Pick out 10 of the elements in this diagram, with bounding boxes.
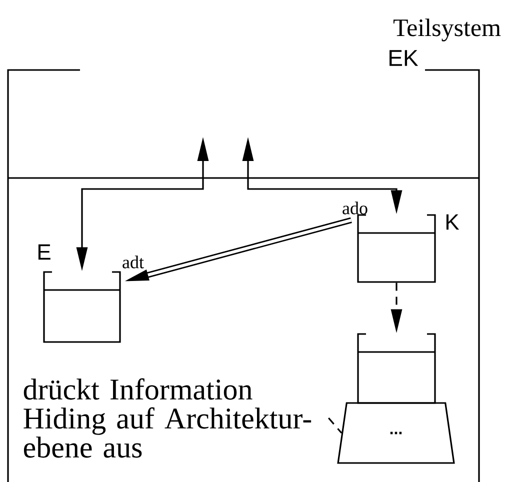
note-text: drückt Information Hiding auf Architektur- ebene aus <box>24 378 312 458</box>
port-label: adt <box>122 256 144 268</box>
module-label: E <box>38 244 50 260</box>
port-label: ado <box>342 202 368 214</box>
leader-line <box>328 417 342 434</box>
frame-title: EK <box>390 50 418 66</box>
frame-title: Teilsystem <box>393 18 501 42</box>
module-label: K <box>446 214 460 230</box>
module-box <box>357 333 436 404</box>
trapezoid-box: ... <box>337 402 455 464</box>
